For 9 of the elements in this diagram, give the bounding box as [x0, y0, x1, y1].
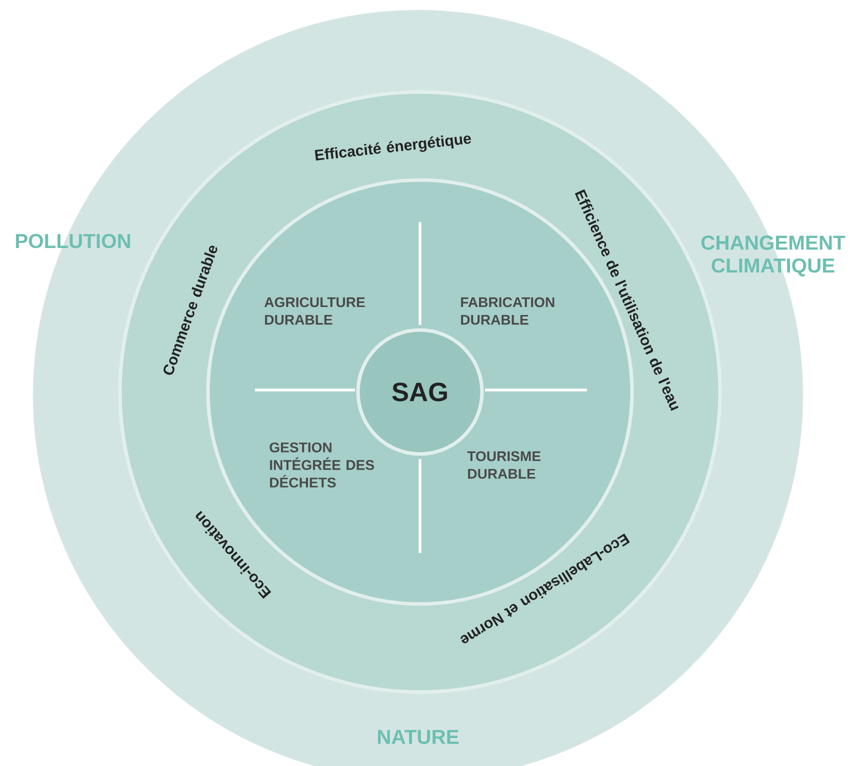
sector-label: GESTION INTÉGRÉE DES DÉCHETS [270, 442, 374, 488]
sector-label: TOURISME DURABLE [467, 451, 540, 479]
sector-label: FABRICATION DURABLE [461, 297, 554, 325]
outer-label: CHANGEMENT CLIMATIQUE [701, 236, 846, 276]
outer-label: POLLUTION [16, 234, 130, 248]
sector-label: AGRICULTURE DURABLE [264, 297, 365, 325]
ring-label: Efficacité énergétique [314, 135, 472, 160]
outer-label: NATURE [378, 730, 459, 744]
center-label: SAG [392, 382, 447, 402]
